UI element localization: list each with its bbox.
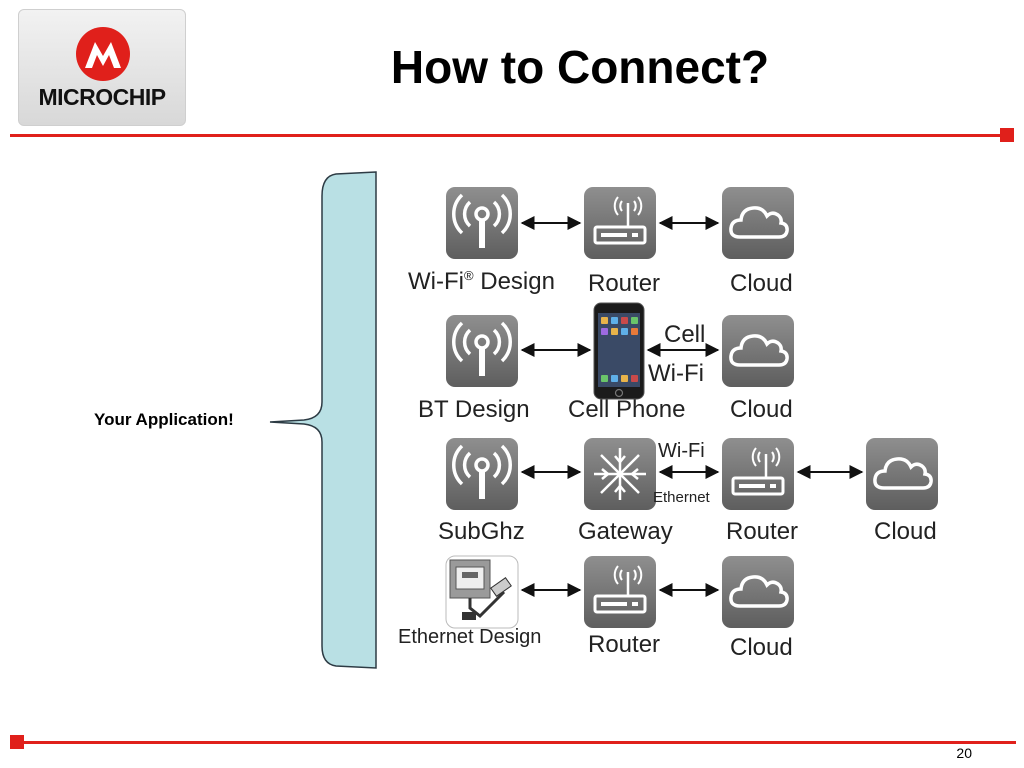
- gateway-icon: [582, 436, 658, 512]
- ethernet-design-label: Ethernet Design: [398, 626, 542, 648]
- footer-rule: [24, 741, 1016, 744]
- logo-text: MICROCHIP: [38, 84, 166, 110]
- wifi-link-label: Wi-Fi: [648, 360, 704, 387]
- microchip-logo-icon: [76, 27, 130, 81]
- ethernet-design-icon: [444, 554, 520, 630]
- page-title: How to Connect?: [390, 41, 770, 93]
- row3-cloud-label: Cloud: [874, 518, 937, 545]
- wifi-design-wireless-icon: [444, 185, 520, 261]
- row2-cloud-icon: [720, 313, 796, 389]
- row4-cloud-icon: [720, 554, 796, 630]
- row3-router-icon: [720, 436, 796, 512]
- row1-cloud-icon: [720, 185, 796, 261]
- header-rule-end-square: [1000, 128, 1014, 142]
- row4-cloud-label: Cloud: [730, 634, 793, 661]
- application-brace: [269, 171, 377, 669]
- row1-cloud-label: Cloud: [730, 270, 793, 297]
- microchip-logo: MICROCHIP: [18, 9, 186, 126]
- row1-router-label: Router: [588, 270, 661, 297]
- row3-router-label: Router: [726, 518, 799, 545]
- row4-router-icon: [582, 554, 658, 630]
- row2-cloud-label: Cloud: [730, 396, 793, 423]
- subghz-label: SubGhz: [438, 518, 525, 545]
- page-number: 20: [956, 745, 972, 761]
- header-rule: [10, 134, 1000, 137]
- bt-design-label: BT Design: [418, 396, 530, 423]
- cell-phone-label: Cell Phone: [568, 396, 686, 423]
- bt-design-wireless-icon: [444, 313, 520, 389]
- cell-phone-icon: [593, 302, 645, 400]
- row1-router-icon: [582, 185, 658, 261]
- gateway-wifi-link-label: Wi-Fi: [658, 440, 705, 462]
- your-application-label: Your Application!: [94, 410, 234, 429]
- gateway-label: Gateway: [578, 518, 673, 545]
- subghz-wireless-icon: [444, 436, 520, 512]
- footer-rule-start-square: [10, 735, 24, 749]
- row4-router-label: Router: [588, 631, 661, 658]
- wifi-design-label: Wi-Fi® Design: [408, 268, 555, 295]
- gateway-ethernet-link-label: Ethernet: [653, 489, 710, 506]
- cell-link-label: Cell: [664, 321, 706, 348]
- row3-cloud-icon: [864, 436, 940, 512]
